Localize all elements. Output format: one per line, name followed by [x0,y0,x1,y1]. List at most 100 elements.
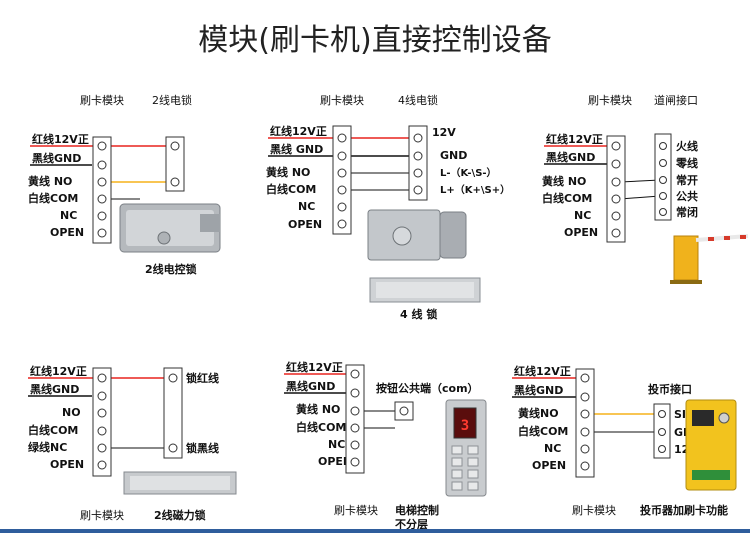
panel6-coin-header: 投币接口 [648,382,692,396]
panel6-term-label-5: OPEN [532,459,566,472]
panel4-term-label-1: 黑线GND [30,382,79,396]
panel3-module-screws [611,141,621,238]
panel4-term-label-0: 红线12V正 [30,364,87,378]
panel4-lock-term-0: 锁红线 [186,371,219,385]
panel3-module-terminal-block [606,135,626,243]
panel1-module-screws [97,141,107,238]
lock-4wire-image [367,209,481,303]
panel3-term-label-5: OPEN [564,226,598,239]
panel3-gate-term-3: 公共 [676,189,698,203]
panel2-term-label-1: 黑线 GND [270,142,323,156]
bottom-bar [0,529,750,533]
panel1-term-label-0: 红线12V正 [32,132,89,146]
panel4-lock-screws [168,373,178,453]
panel2-module-screws [337,133,347,229]
panel1-module-terminal-block [92,136,112,244]
panel5-footer-elevator-line1: 电梯控制 [395,503,439,517]
panel2-lock-terminal-block [408,125,428,201]
panel2-term-label-0: 红线12V正 [270,124,327,138]
panel4-lock-terminal-block [163,367,183,459]
panel1-caption: 2线电控锁 [145,262,197,276]
panel5-module-terminal-block [345,364,365,474]
panel6-module-screws [580,373,590,471]
panel3-term-label-2: 黄线 NO [542,174,586,188]
panel4-module-terminal-block [92,367,112,477]
panel4-module-screws [97,373,107,470]
panel6-term-label-4: NC [544,442,561,455]
panel-2wire-magnetic-lock: 红线12V正 黑线GND NO 白线COM 绿线NC OPEN 锁红线 锁黑线 … [28,364,237,522]
panel1-term-label-3: 白线COM [28,191,78,205]
panel6-footer-coin: 投币器加刷卡功能 [640,503,728,517]
panel2-term-label-4: NC [298,200,315,213]
panel-2wire-electric-lock: 刷卡模块 2线电锁 红线12V正 黑线GND 黄线 NO 白线COM NC OP… [28,93,221,276]
panel6-term-label-1: 黑线GND [514,383,563,397]
panel3-gate-term-2: 常开 [676,173,698,187]
panel5-term-label-4: NC [328,438,345,451]
panel2-caption: 4 线 锁 [400,307,437,321]
panel6-footer-module: 刷卡模块 [572,504,616,517]
panel4-term-label-5: OPEN [50,458,84,471]
panel6-term-label-3: 白线COM [518,424,568,438]
panel3-term-label-4: NC [574,209,591,222]
panel2-lock-term-0: 12V [432,126,456,139]
coin-acceptor-image [685,399,737,491]
panel2-lock-screws [413,133,423,195]
panel5-term-label-5: OPEN [318,455,352,468]
panel6-term-label-2: 黄线NO [518,406,559,420]
panel-gate-interface: 刷卡模块 道闸接口 红线12V正 黑线GND 黄线 NO 白线COM NC OP… [542,93,749,284]
panel3-term-label-0: 红线12V正 [546,132,603,146]
panel2-term-label-3: 白线COM [266,182,316,196]
panel4-lock-term-1: 锁黑线 [186,441,219,455]
panel5-term-label-1: 黑线GND [286,379,335,393]
panel4-term-label-3: 白线COM [28,423,78,437]
panel2-lock-term-3: L+（K+\S+） [440,183,510,196]
panel-elevator-control: 红线12V正 黑线GND 黄线 NO 白线COM NC OPEN 按钮公共端（c… [284,360,487,531]
panel5-footer-module: 刷卡模块 [334,504,378,517]
panel2-header-module: 刷卡模块 [320,94,364,107]
panel5-button-label: 按钮公共端（com） [376,381,479,395]
panel5-module-screws [350,369,360,467]
panel1-lock-terminal-block [165,136,185,192]
panel1-term-label-5: OPEN [50,226,84,239]
elevator-floor-number: 3 [461,418,469,434]
panel3-term-label-1: 黑线GND [546,150,595,164]
panel4-footer-module: 刷卡模块 [80,509,124,522]
panel2-term-label-5: OPEN [288,218,322,231]
panel1-header-module: 刷卡模块 [80,94,124,107]
panel3-gate-screws [659,142,667,216]
panel4-footer-lock: 2线磁力锁 [154,508,206,522]
panel3-gate-term-1: 零线 [675,156,698,170]
panel3-wire-com [619,195,661,200]
panel3-gate-term-0: 火线 [676,139,698,153]
page-title: 模块(刷卡机)直接控制设备 [198,23,551,58]
panel4-term-label-4: 绿线NC [28,440,67,454]
panel5-footer-elevator-line2: 不分层 [395,517,428,531]
barrier-gate-image [670,234,749,284]
panel2-header-lock: 4线电锁 [398,93,438,107]
panel6-term-label-0: 红线12V正 [514,364,571,378]
panel5-term-label-0: 红线12V正 [286,360,343,374]
panel6-module-terminal-block [575,368,595,478]
panel1-term-label-1: 黑线GND [32,151,81,165]
panel3-header-gate: 道闸接口 [654,93,698,107]
panel5-button-screw [399,406,409,416]
panel3-wire-no [619,179,661,183]
panel1-header-lock: 2线电锁 [152,93,192,107]
panel1-lock-screws [170,141,180,187]
panel1-term-label-4: NC [60,209,77,222]
panel5-term-label-2: 黄线 NO [296,402,340,416]
panel1-term-label-2: 黄线 NO [28,174,72,188]
panel4-term-label-2: NO [62,406,81,419]
panel3-gate-term-4: 常闭 [676,205,698,219]
panel2-lock-term-2: L-（K-\S-） [440,166,497,179]
panel5-term-label-3: 白线COM [296,420,346,434]
elevator-panel-image [445,399,487,497]
magnetic-lock-image [123,471,237,495]
panel-coin-acceptor: 红线12V正 黑线GND 黄线NO 白线COM NC OPEN 投币接口 SIG… [512,364,737,517]
panel3-term-label-3: 白线COM [542,191,592,205]
panel-4wire-lock: 刷卡模块 4线电锁 红线12V正 黑线 GND 黄线 NO 白线COM NC O… [266,93,510,321]
panel2-lock-term-1: GND [440,149,467,162]
panel3-header-module: 刷卡模块 [588,94,632,107]
panel2-term-label-2: 黄线 NO [266,165,310,179]
